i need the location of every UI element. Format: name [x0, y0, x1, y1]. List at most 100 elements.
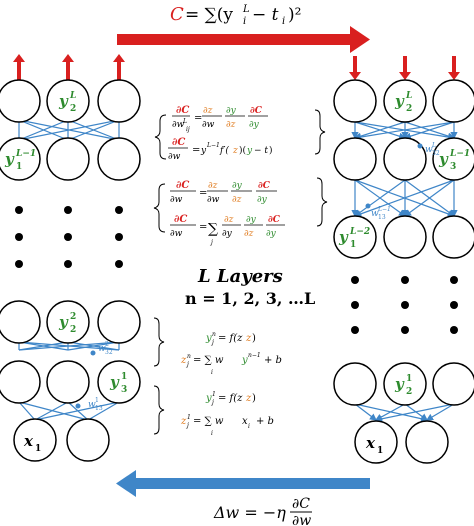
label-sup: L [405, 91, 412, 101]
svg-text:n: n [212, 331, 216, 338]
node [0, 360, 41, 404]
svg-text:∂w: ∂w [170, 195, 183, 205]
svg-text:∂C: ∂C [250, 106, 263, 116]
label-sub: 2 [70, 325, 76, 335]
svg-text:− t: − t [254, 146, 268, 156]
svg-text:∂y: ∂y [222, 229, 233, 239]
label-sub: 1 [350, 240, 356, 250]
svg-text:∂z: ∂z [208, 181, 218, 191]
layers-n-line: n = 1, 2, 3, …L [185, 289, 315, 308]
node [46, 79, 90, 123]
eq-n-f: = f(z [218, 333, 243, 344]
label-sup: L−1 [449, 149, 470, 159]
svg-text:j: j [185, 361, 189, 368]
svg-text:j: j [210, 399, 214, 406]
svg-text:y: y [241, 355, 248, 366]
eq-1-z: z [245, 393, 252, 404]
node [432, 137, 474, 181]
svg-text:z: z [232, 146, 238, 156]
node [97, 79, 141, 123]
label-y22: y [58, 313, 69, 331]
svg-text:∂z: ∂z [232, 195, 242, 205]
svg-text:∂w: ∂w [170, 229, 183, 239]
label-y1L2: y [338, 228, 349, 246]
node [354, 420, 398, 464]
cost-end: )² [288, 5, 301, 25]
svg-text:=: = [192, 145, 200, 156]
svg-text:i: i [211, 430, 213, 437]
svg-text:∂y: ∂y [246, 215, 257, 225]
label-sub: 13 [95, 405, 103, 412]
node [333, 215, 377, 259]
label-wL32: w [425, 145, 433, 155]
right-bottom-network: y 1 2 x 1 [333, 362, 474, 464]
label-sup: 1 [121, 372, 127, 382]
node [333, 362, 377, 406]
node [333, 79, 377, 123]
node [383, 362, 427, 406]
svg-text:∂C: ∂C [174, 214, 187, 225]
label-y3L1: y [438, 150, 449, 168]
svg-text:f′(: f′( [219, 145, 229, 156]
update-equation: Δw = −η ∂C ∂w [213, 496, 312, 526]
left-top-network: y L 2 y L−1 1 [0, 54, 141, 181]
svg-text:=: = [194, 113, 202, 124]
cost-sum: = ∑(y [185, 5, 233, 25]
node [66, 418, 110, 462]
svg-text:n: n [187, 353, 191, 360]
right-ellipsis-dots [351, 276, 458, 334]
svg-text:∂y: ∂y [266, 229, 277, 239]
svg-text:z: z [245, 333, 252, 344]
label-sub: 32 [432, 150, 440, 157]
label-x1-right: x [365, 434, 376, 452]
label-wL113: w [371, 209, 379, 219]
label-sub: 2 [406, 104, 412, 114]
label-sub: 3 [450, 162, 456, 172]
svg-text:j: j [210, 339, 214, 346]
cost-equation: C = ∑(y L i − t i )² [170, 4, 301, 27]
svg-text:): ) [252, 333, 256, 344]
svg-text:∂w: ∂w [168, 152, 181, 162]
cost-target: − t [252, 5, 279, 25]
label-w232: w [98, 344, 106, 354]
label-sup: L [69, 91, 76, 101]
svg-text:∂C: ∂C [258, 181, 271, 191]
svg-text:∂y: ∂y [257, 195, 268, 205]
svg-text:L: L [182, 118, 187, 125]
node [97, 137, 141, 181]
node [97, 300, 141, 344]
svg-text:)(: )( [239, 145, 246, 156]
node [0, 300, 41, 344]
label-sup: L−1 [377, 206, 391, 213]
label-sub: 13 [378, 214, 386, 221]
eq-1-b: + b [256, 416, 274, 427]
label-x1: x [23, 432, 34, 450]
svg-text:1: 1 [212, 391, 216, 398]
svg-text:y: y [205, 393, 212, 404]
svg-text:j: j [185, 422, 189, 429]
label-sup: L [431, 142, 436, 149]
svg-text:): ) [252, 393, 256, 404]
svg-text:=: = [199, 188, 207, 199]
label-sub: 1 [35, 444, 41, 454]
eq-n-b: + b [264, 355, 282, 366]
svg-text:∂C: ∂C [172, 137, 185, 148]
svg-text:∂C: ∂C [176, 105, 189, 116]
svg-text:∂y: ∂y [232, 181, 243, 191]
eq-1-f: = f(z [218, 393, 243, 404]
right-top-network: y L 2 y L−1 3 y L−2 1 w L 32 w L−1 13 [333, 56, 474, 259]
svg-text:∂z: ∂z [244, 229, 254, 239]
node [383, 215, 427, 259]
node [97, 360, 141, 404]
svg-text:∂C: ∂C [268, 215, 281, 225]
brace [316, 177, 328, 227]
node [46, 300, 90, 344]
label-sup: L−2 [349, 227, 370, 237]
node [432, 215, 474, 259]
svg-text:∂w: ∂w [172, 120, 185, 130]
svg-text:∂z: ∂z [203, 106, 213, 116]
svg-text:j: j [209, 239, 213, 246]
label-sup: L−1 [15, 149, 36, 159]
label-sup: 1 [406, 374, 412, 384]
